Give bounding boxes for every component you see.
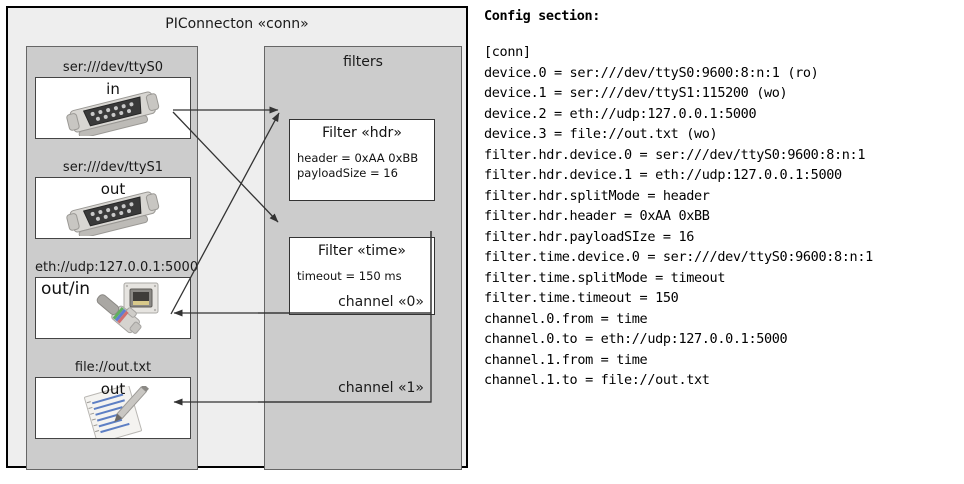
- config-line: filter.hdr.payloadSIze = 16: [484, 228, 694, 245]
- serial-port-icon: [61, 190, 165, 238]
- filters-panel-title: filters: [343, 54, 383, 70]
- config-line: device.0 = ser:///dev/ttyS0:9600:8:n:1 (…: [484, 64, 819, 81]
- connector-diagram: PIConnecton «conn» ser:///dev/ttyS0 in: [0, 0, 478, 484]
- config-line: filter.time.splitMode = timeout: [484, 269, 726, 286]
- config-line: device.2 = eth://udp:127.0.0.1:5000: [484, 105, 757, 122]
- config-line: filter.time.timeout = 150: [484, 290, 679, 306]
- filter-attribute: header = 0xAA 0xBB: [297, 151, 419, 165]
- outer-component-box: PIConnecton «conn» ser:///dev/ttyS0 in: [6, 6, 468, 470]
- config-line: channel.1.to = file://out.txt: [484, 372, 710, 388]
- config-line: filter.hdr.device.1 = eth://udp:127.0.0.…: [484, 167, 842, 183]
- serial-port-icon: [61, 90, 165, 138]
- config-line: filter.time.device.0 = ser:///dev/ttyS0:…: [484, 249, 873, 265]
- device-group-ttyS0[interactable]: ser:///dev/ttyS0 in: [35, 59, 191, 139]
- ethernet-jack-icon: [90, 281, 176, 338]
- device-caption-ttyS1: ser:///dev/ttyS1: [62, 160, 164, 175]
- config-line: device.1 = ser:///dev/ttyS1:115200 (wo): [484, 85, 788, 101]
- filter-attribute: payloadSize = 16: [297, 166, 398, 180]
- device-caption-file: file://out.txt: [74, 360, 152, 375]
- filter-time-attributes: timeout = 150 ms: [290, 259, 434, 284]
- filter-attribute: timeout = 150 ms: [297, 269, 402, 283]
- config-line: channel.0.to = eth://udp:127.0.0.1:5000: [484, 331, 788, 347]
- channel-0-label: channel «0»: [338, 294, 424, 310]
- device-direction-label: in: [106, 80, 120, 98]
- devices-panel: ser:///dev/ttyS0 in: [26, 46, 198, 470]
- config-line: [conn]: [484, 44, 531, 60]
- device-node-ttyS1[interactable]: out: [35, 177, 191, 239]
- filter-node-hdr[interactable]: Filter «hdr» header = 0xAA 0xBB payloadS…: [289, 119, 435, 201]
- device-direction-label: out: [100, 380, 126, 398]
- filter-hdr-title: Filter «hdr»: [322, 125, 402, 141]
- config-line: filter.hdr.header = 0xAA 0xBB: [484, 208, 710, 224]
- filter-hdr-attributes: header = 0xAA 0xBB payloadSize = 16: [290, 141, 434, 181]
- config-line: filter.hdr.splitMode = header: [484, 187, 710, 204]
- device-direction-label: out/in: [41, 279, 91, 299]
- device-caption-eth: eth://udp:127.0.0.1:5000: [35, 260, 199, 275]
- device-node-file[interactable]: out: [35, 377, 191, 439]
- device-group-ttyS1[interactable]: ser:///dev/ttyS1 out: [35, 159, 191, 239]
- text-document-icon: [74, 384, 152, 438]
- config-section-heading: Config section:: [484, 8, 600, 24]
- config-line: channel.1.from = time: [484, 351, 648, 368]
- device-caption-ttyS0: ser:///dev/ttyS0: [62, 60, 164, 75]
- filters-panel: filters Filter «hdr» header = 0xAA 0xBB …: [264, 46, 462, 470]
- config-line: channel.0.from = time: [484, 310, 648, 327]
- page-title: PIConnecton «conn»: [165, 16, 309, 32]
- device-direction-label: out: [100, 180, 126, 198]
- device-node-eth[interactable]: out/in: [35, 277, 191, 339]
- config-line: filter.hdr.device.0 = ser:///dev/ttyS0:9…: [484, 146, 866, 163]
- filter-time-title: Filter «time»: [318, 243, 406, 259]
- config-section: Config section: [conn] device.0 = ser:///…: [478, 0, 964, 484]
- config-section-body: [conn] device.0 = ser:///dev/ttyS0:9600:8…: [484, 42, 873, 391]
- channel-1-label: channel «1»: [338, 380, 424, 396]
- device-group-file[interactable]: file://out.txt out: [35, 359, 191, 439]
- device-group-eth[interactable]: eth://udp:127.0.0.1:5000 out/in: [35, 259, 199, 339]
- device-node-ttyS0[interactable]: in: [35, 77, 191, 139]
- config-line: device.3 = file://out.txt (wo): [484, 126, 718, 142]
